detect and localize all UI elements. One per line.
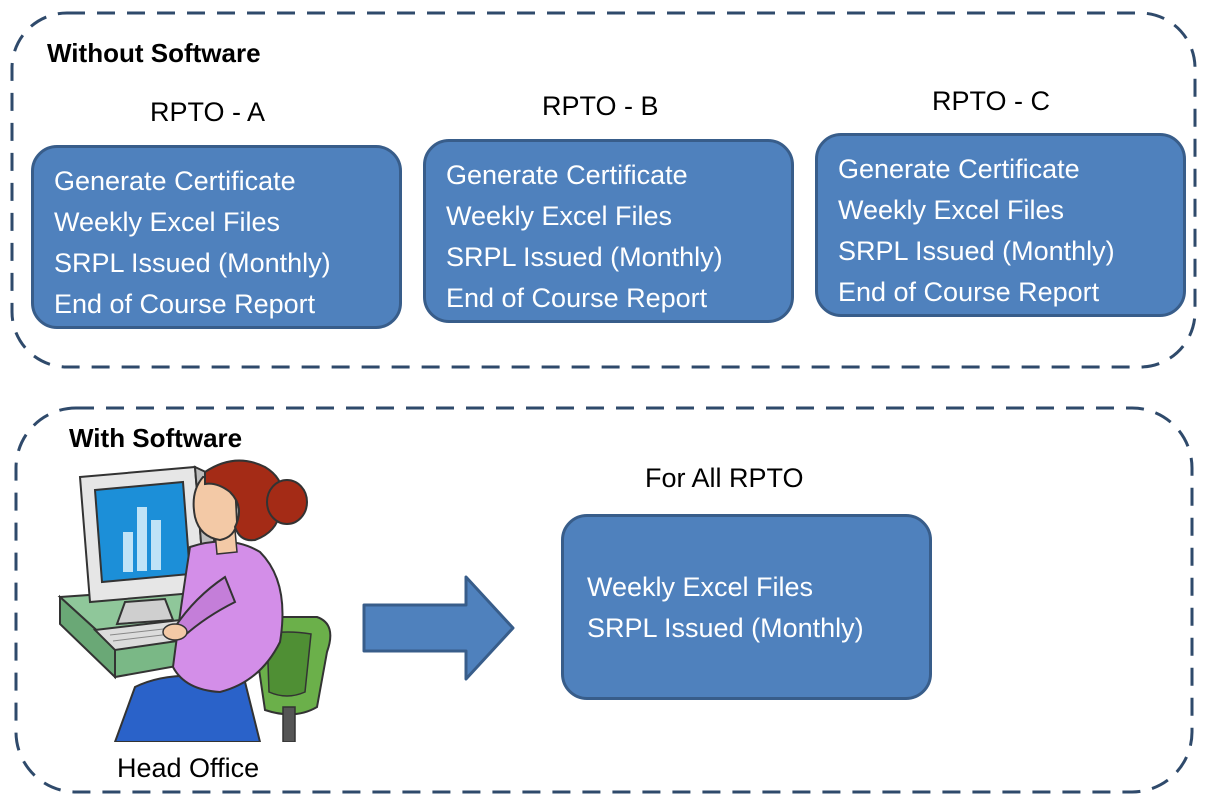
rpto-a-task: Generate Certificate	[54, 166, 296, 196]
rpto-b-task: End of Course Report	[446, 283, 708, 313]
rpto-a-task-box: Generate Certificate Weekly Excel Files …	[31, 145, 402, 329]
rpto-b-task: SRPL Issued (Monthly)	[446, 242, 723, 272]
rpto-b-task: Generate Certificate	[446, 160, 688, 190]
right-arrow-icon	[362, 575, 515, 681]
rpto-c-task: SRPL Issued (Monthly)	[838, 236, 1115, 266]
for-all-rpto-task: SRPL Issued (Monthly)	[587, 613, 864, 643]
with-software-title: With Software	[69, 423, 243, 453]
rpto-c-task: Generate Certificate	[838, 154, 1080, 184]
rpto-a-task: End of Course Report	[54, 289, 316, 319]
head-office-label: Head Office	[117, 753, 260, 783]
without-software-frame	[10, 11, 1197, 369]
rpto-c-task: Weekly Excel Files	[838, 195, 1065, 225]
without-software-title: Without Software	[47, 38, 261, 68]
rpto-c-task: End of Course Report	[838, 277, 1100, 307]
rpto-b-task: Weekly Excel Files	[446, 201, 673, 231]
rpto-a-task: SRPL Issued (Monthly)	[54, 248, 331, 278]
rpto-b-heading: RPTO - B	[542, 91, 659, 121]
rpto-c-heading: RPTO - C	[932, 86, 1051, 116]
rpto-c-task-box: Generate Certificate Weekly Excel Files …	[815, 133, 1186, 317]
person-at-computer-icon	[57, 459, 332, 742]
rpto-a-heading: RPTO - A	[150, 97, 266, 127]
rpto-a-task: Weekly Excel Files	[54, 207, 281, 237]
for-all-rpto-task: Weekly Excel Files	[587, 572, 814, 602]
rpto-b-task-box: Generate Certificate Weekly Excel Files …	[423, 139, 794, 323]
for-all-rpto-task-box: Weekly Excel Files SRPL Issued (Monthly)	[561, 514, 932, 700]
for-all-rpto-heading: For All RPTO	[645, 463, 804, 493]
with-software-frame	[14, 406, 1194, 794]
